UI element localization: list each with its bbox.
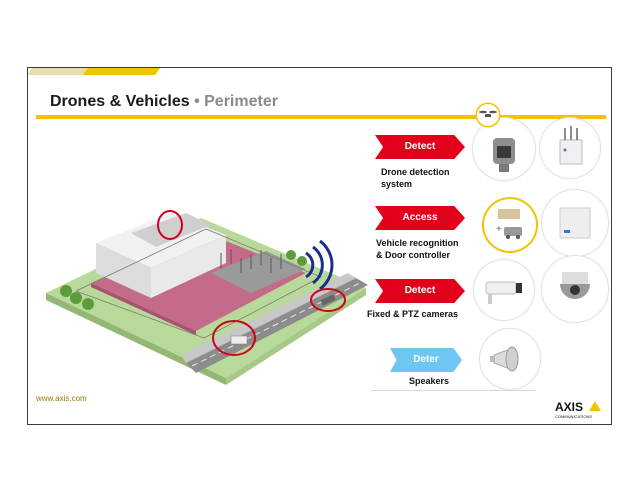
box-camera-icon: + bbox=[496, 209, 522, 239]
footer-url[interactable]: www.axis.com bbox=[36, 394, 87, 403]
ptz-camera-icon bbox=[493, 138, 515, 172]
title-underline bbox=[36, 115, 606, 119]
caption-drone-detection: Drone detection system bbox=[381, 167, 450, 189]
dome-camera-icon bbox=[560, 272, 590, 299]
slide: Drones & Vehicles • Perimeter bbox=[27, 67, 612, 425]
caption-speakers: Speakers bbox=[409, 376, 450, 386]
header-stripe-yellow bbox=[83, 68, 160, 75]
tag-deter: Deter bbox=[390, 348, 462, 372]
drone-icon-badge bbox=[477, 104, 499, 126]
title-sub: Perimeter bbox=[204, 93, 278, 110]
title-main: Drones & Vehicles bbox=[50, 93, 190, 110]
tag-detect-cameras: Detect bbox=[375, 279, 465, 303]
svg-text:AXIS: AXIS bbox=[555, 400, 583, 414]
door-controller-thumb bbox=[542, 190, 608, 256]
bottom-divider bbox=[371, 390, 536, 391]
site-illustration bbox=[46, 210, 368, 385]
svg-text:COMMUNICATIONS: COMMUNICATIONS bbox=[555, 414, 592, 419]
radar-sensor-thumb bbox=[540, 118, 600, 178]
caption-cameras: Fixed & PTZ cameras bbox=[367, 309, 459, 319]
bullet-camera-thumb bbox=[474, 260, 534, 320]
radar-sensor-icon bbox=[559, 126, 583, 165]
lpr-camera-thumb: + bbox=[484, 199, 536, 251]
horn-speaker-thumb bbox=[480, 329, 540, 389]
door-controller-icon bbox=[559, 207, 591, 239]
dome-camera-thumb bbox=[542, 256, 608, 322]
horn-speaker-icon bbox=[490, 346, 519, 372]
svg-text:+: + bbox=[496, 224, 502, 235]
axis-logo: AXIS COMMUNICATIONS bbox=[555, 400, 601, 419]
tag-access: Access bbox=[375, 206, 465, 230]
ptz-drone-camera-thumb bbox=[473, 118, 535, 180]
title-separator: • bbox=[189, 93, 205, 110]
page-title: Drones & Vehicles • Perimeter bbox=[50, 93, 278, 111]
tag-detect-drone: Detect bbox=[375, 135, 465, 159]
caption-vehicle-recognition: Vehicle recognition & Door controller bbox=[376, 238, 459, 260]
bullet-camera-icon bbox=[485, 281, 522, 304]
drone-icon bbox=[479, 110, 497, 117]
